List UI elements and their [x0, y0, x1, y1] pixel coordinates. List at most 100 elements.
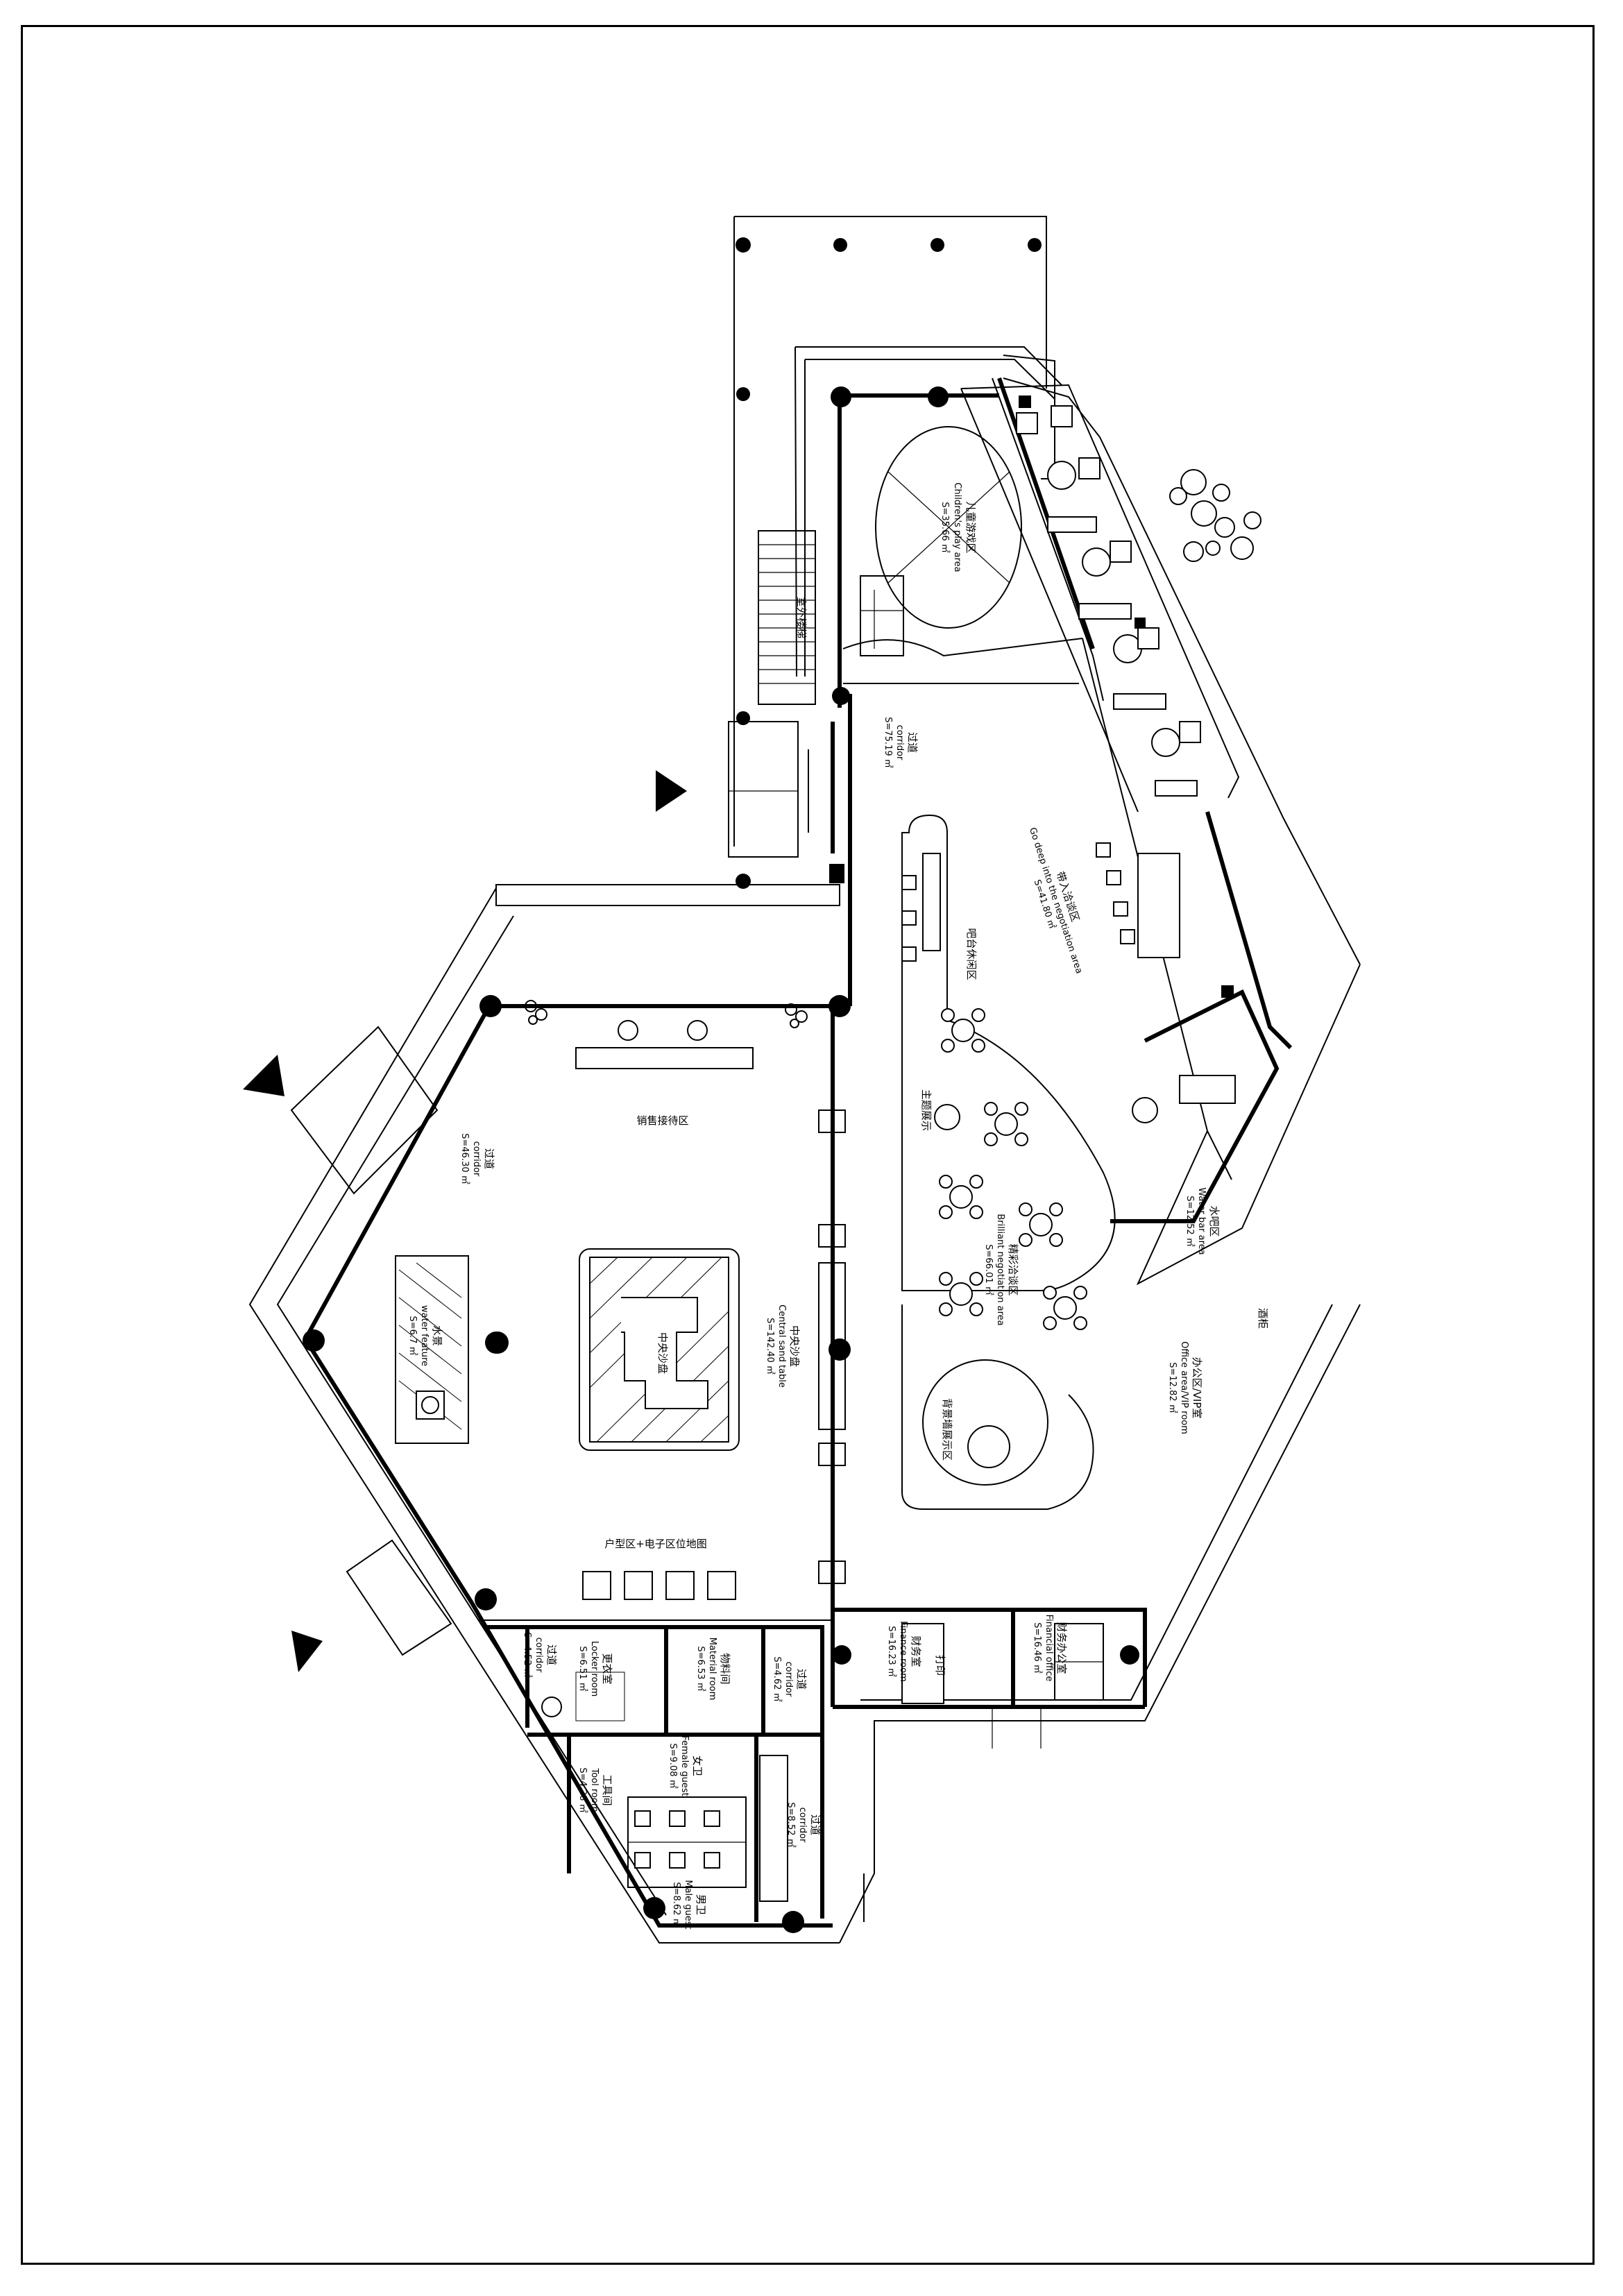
- column: [736, 711, 750, 725]
- column: [833, 238, 847, 252]
- svg-text:S=8.52 ㎡: S=8.52 ㎡: [785, 1802, 796, 1847]
- svg-text:更衣室: 更衣室: [601, 1653, 613, 1684]
- svg-text:中央沙盘: 中央沙盘: [788, 1325, 801, 1367]
- column: [475, 1588, 497, 1610]
- room-label-outdoor-stair: 室外楼梯: [795, 597, 808, 638]
- wall-panel: [818, 1443, 846, 1466]
- sand-model: [621, 1297, 708, 1409]
- stair-treads: [758, 544, 815, 684]
- column: [303, 1329, 325, 1352]
- bar-stool: [1106, 870, 1121, 885]
- svg-text:过道: 过道: [483, 1148, 495, 1169]
- svg-text:办公区/VIP室: 办公区/VIP室: [1191, 1357, 1203, 1419]
- play-area-ellipse: [875, 426, 1022, 629]
- feature-wall-display: [922, 1359, 1048, 1486]
- svg-text:S=6.53 ㎡: S=6.53 ㎡: [695, 1646, 706, 1691]
- terrace-outline-top: [734, 216, 1047, 389]
- svg-text:户型区+电子区位地图: 户型区+电子区位地图: [604, 1538, 707, 1550]
- svg-text:S=142.40 ㎡: S=142.40 ㎡: [765, 1318, 775, 1375]
- sales-chair: [618, 1020, 638, 1041]
- svg-text:财务办公室: 财务办公室: [1055, 1622, 1068, 1674]
- column: [479, 995, 502, 1017]
- svg-text:corridor: corridor: [894, 725, 905, 760]
- svg-text:物料间: 物料间: [719, 1653, 731, 1684]
- office-chair: [1132, 1097, 1158, 1123]
- sand-table-label: 中央沙盘: [656, 1332, 669, 1374]
- landscape-trees: [1169, 469, 1261, 562]
- column: [931, 238, 944, 252]
- svg-text:Central sand table: Central sand table: [776, 1304, 787, 1388]
- dining-set: [939, 1175, 983, 1219]
- washbasin-counter: [759, 1755, 788, 1902]
- svg-text:Male guest: Male guest: [683, 1880, 693, 1929]
- dining-set: [941, 1008, 985, 1053]
- reception-strip-inner: [960, 388, 1139, 813]
- column: [486, 1332, 509, 1354]
- svg-text:精彩洽谈区: 精彩洽谈区: [1007, 1243, 1019, 1295]
- svg-text:S=66.01 ㎡: S=66.01 ㎡: [983, 1244, 994, 1295]
- terrace-inner-top: [795, 346, 1062, 386]
- svg-text:S=12.52 ㎡: S=12.52 ㎡: [1184, 1196, 1195, 1247]
- bar-zone: [901, 814, 1116, 1291]
- room-label-corridor-lower-right: 过道 corridor S=8.52 ㎡: [785, 1802, 822, 1847]
- room-label-tool-room: 工具间 Tool room S=4.28 ㎡: [577, 1767, 613, 1812]
- service-wall: [486, 1625, 824, 1919]
- column: [829, 995, 851, 1017]
- svg-text:Children's play area: Children's play area: [952, 482, 962, 572]
- bar-stool: [1113, 901, 1128, 917]
- water-basin: [416, 1391, 445, 1420]
- column-square: [1221, 985, 1234, 998]
- room-label-brilliant-negotiation: 精彩洽谈区 Brilliant negotiation area S=66.01…: [983, 1214, 1019, 1325]
- room-label-finance-office: 财务办公室 Financial office S=16.46 ㎡: [1032, 1615, 1068, 1682]
- room-label-material-room: 物料间 Material room S=6.53 ㎡: [695, 1638, 731, 1701]
- column: [1120, 1645, 1139, 1665]
- bar-stool: [1096, 842, 1111, 858]
- room-label-bar-area: 吧台休闲区: [965, 928, 978, 980]
- dining-set: [1043, 1286, 1087, 1330]
- svg-text:打印: 打印: [934, 1655, 946, 1676]
- svg-text:S=8.62 ㎡: S=8.62 ㎡: [671, 1882, 681, 1927]
- dining-set: [1019, 1202, 1063, 1247]
- column-square: [829, 864, 844, 883]
- svg-text:S=6.51 ㎡: S=6.51 ㎡: [577, 1646, 588, 1691]
- svg-text:过道: 过道: [906, 732, 919, 753]
- svg-text:水景: 水景: [431, 1325, 443, 1346]
- svg-text:儿童游戏区: 儿童游戏区: [965, 501, 977, 553]
- svg-text:S=46.30 ㎡: S=46.30 ㎡: [459, 1133, 470, 1184]
- svg-text:销售接待区: 销售接待区: [636, 1114, 688, 1127]
- unit-model: [707, 1571, 736, 1600]
- svg-text:Water bar area: Water bar area: [1196, 1187, 1207, 1255]
- dining-set: [984, 1102, 1028, 1146]
- feature-display-sculpture: [934, 1104, 960, 1130]
- hall-outer-lower-right-2: [860, 1304, 1333, 1701]
- room-label-wine: 酒柜: [1257, 1308, 1269, 1329]
- column: [1028, 238, 1042, 252]
- column-square: [1019, 396, 1031, 408]
- wall-panel: [818, 1561, 846, 1584]
- room-label-corridor-top: 过道 corridor S=75.19 ㎡: [883, 717, 919, 768]
- svg-text:酒柜: 酒柜: [1257, 1308, 1269, 1329]
- locker: [575, 1672, 625, 1721]
- hall-outer-right: [1136, 964, 1361, 1286]
- room-label-finance-room: 财务室 Finance room S=16.23 ㎡: [886, 1621, 922, 1682]
- svg-text:S=9.08 ㎡: S=9.08 ㎡: [668, 1743, 678, 1788]
- hall-roof-edge: [495, 884, 840, 906]
- toilets: [634, 1810, 720, 1869]
- room-label-childrens-play: 儿童游戏区 Children's play area S=35.66 ㎡: [940, 482, 977, 572]
- svg-text:Office area/VIP room: Office area/VIP room: [1179, 1341, 1189, 1434]
- reception-seating: [1016, 405, 1201, 797]
- column: [832, 1645, 851, 1665]
- svg-text:过道: 过道: [795, 1669, 808, 1690]
- wall-panel: [818, 1224, 846, 1248]
- water-bar-wall: [1205, 811, 1293, 1050]
- svg-text:背景墙展示区: 背景墙展示区: [941, 1398, 953, 1461]
- room-label-female-guest: 女卫 Female guest S=9.08 ㎡: [668, 1735, 704, 1796]
- svg-text:财务室: 财务室: [910, 1635, 922, 1667]
- room-label-vip-office: 办公区/VIP室 Office area/VIP room S=12.82 ㎡: [1167, 1341, 1203, 1434]
- svg-text:中央沙盘: 中央沙盘: [656, 1332, 669, 1374]
- svg-text:Brilliant negotiation area: Brilliant negotiation area: [995, 1214, 1005, 1325]
- bar-counter: [922, 853, 941, 951]
- drawing-frame: [21, 25, 1595, 2265]
- left-entrance-canopy-lower: [346, 1539, 452, 1656]
- wall-panel: [818, 1109, 846, 1133]
